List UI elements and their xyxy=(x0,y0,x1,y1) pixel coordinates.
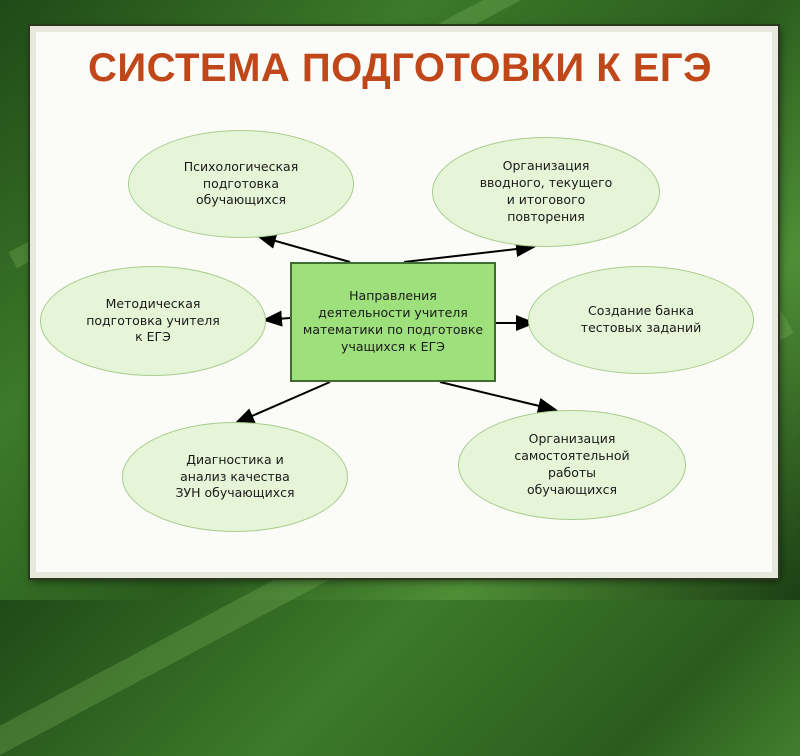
node-independent-work: Организация самостоятельной работы обуча… xyxy=(458,410,686,520)
node-label: Методическая подготовка учителя к ЕГЭ xyxy=(86,295,220,345)
arrow-to-methodical xyxy=(262,310,291,327)
node-label: Создание банка тестовых заданий xyxy=(580,303,702,335)
node-diagnostics: Диагностика и анализ качества ЗУН обучаю… xyxy=(122,422,348,532)
node-label: Организация самостоятельной работы обуча… xyxy=(514,431,630,497)
arrow-to-repetition xyxy=(403,241,536,263)
node-label: Психологическая подготовка обучающихся xyxy=(183,158,299,208)
node-test-bank: Создание банка тестовых заданий xyxy=(528,266,754,374)
slide-title: СИСТЕМА ПОДГОТОВКИ К ЕГЭ xyxy=(87,46,713,90)
node-repetition: Организация вводного, текущего и итогово… xyxy=(432,137,660,247)
node-psychological: Психологическая подготовка обучающихся xyxy=(128,130,354,238)
arrow-to-psychological xyxy=(256,233,351,263)
node-label: Организация вводного, текущего и итогово… xyxy=(479,158,613,224)
center-box: Направления деятельности учителя математ… xyxy=(290,262,496,382)
center-label: Направления деятельности учителя математ… xyxy=(302,288,484,354)
connector-arrows xyxy=(234,233,558,424)
node-methodical: Методическая подготовка учителя к ЕГЭ xyxy=(40,266,266,376)
arrow-to-independent-work xyxy=(439,381,558,414)
arrow-to-diagnostics xyxy=(234,381,331,424)
node-label: Диагностика и анализ качества ЗУН обучаю… xyxy=(175,451,295,501)
